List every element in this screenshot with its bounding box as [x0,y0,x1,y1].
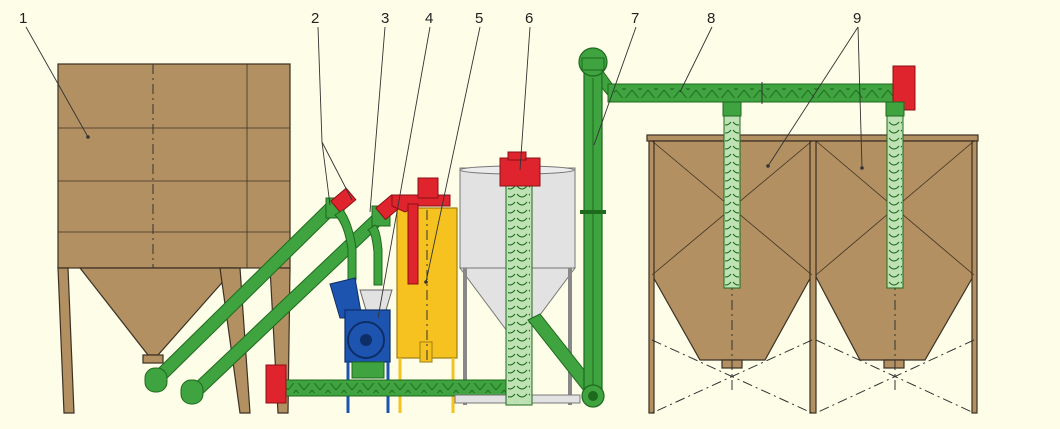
label-2: 2 [311,10,319,27]
label-1: 1 [19,10,27,27]
silo-1 [57,63,291,414]
tank-screw [499,151,597,406]
label-8: 8 [707,10,715,27]
elevator-7 [578,47,621,408]
item-numbers: 1 2 3 4 5 6 7 8 9 [19,10,861,27]
label-4: 4 [425,10,433,27]
label-7: 7 [631,10,639,27]
mill-4 [329,177,451,413]
bottom-conveyor [265,364,581,404]
label-5: 5 [475,10,483,27]
leader-lines [25,26,864,319]
label-9: 9 [853,10,861,27]
top-conveyor-8 [607,65,916,289]
inclined-conveyors-2-3 [144,187,402,405]
bins-9 [646,100,979,414]
label-3: 3 [381,10,389,27]
label-6: 6 [525,10,533,27]
